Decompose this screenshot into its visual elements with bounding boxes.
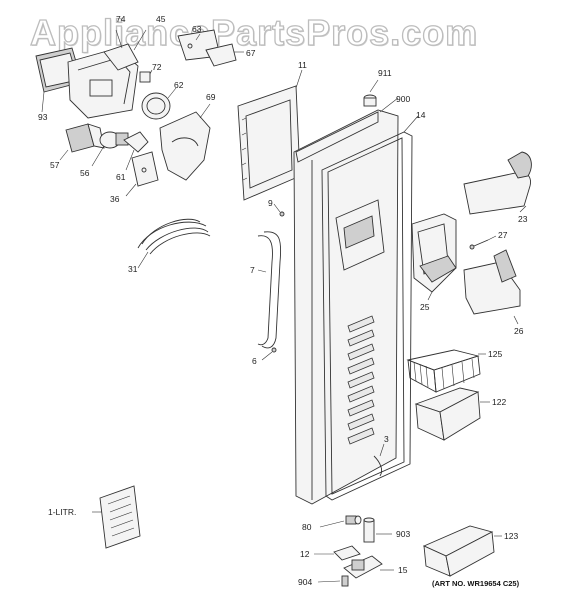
- lamp-ring-62: [141, 87, 177, 120]
- callout-123: 123: [504, 531, 518, 541]
- callout-93: 93: [38, 112, 48, 122]
- callout-3: 3: [384, 434, 389, 444]
- callout-900: 900: [396, 94, 410, 104]
- bracket-12: [314, 545, 361, 561]
- switch-72: [139, 69, 153, 83]
- callout-903: 903: [396, 529, 410, 539]
- callout-67: 67: [246, 48, 256, 58]
- drip-tray-26: [463, 249, 521, 325]
- actuator-57: [59, 123, 105, 161]
- callout-26: 26: [514, 326, 524, 336]
- watermark: AppliancePartsPros.com: [29, 11, 479, 53]
- handle-7: [257, 231, 282, 349]
- callout-12: 12: [300, 549, 310, 559]
- callout-62: 62: [174, 80, 184, 90]
- manual-1-litr: [92, 485, 141, 549]
- callout-56: 56: [80, 168, 90, 178]
- callout-36: 36: [110, 194, 120, 204]
- callout-61: 61: [116, 172, 126, 182]
- callout-45: 45: [156, 14, 166, 24]
- door-assembly-900: [293, 79, 399, 505]
- wire-shelf-125: [406, 349, 486, 393]
- door-liner-ribs: [347, 315, 375, 445]
- tube-903: [363, 517, 392, 543]
- callout-69: 69: [206, 92, 216, 102]
- callout-74: 74: [116, 14, 126, 24]
- callout-1-litr: 1-LITR.: [48, 507, 76, 517]
- callout-15: 15: [398, 565, 408, 575]
- callout-904: 904: [298, 577, 312, 587]
- door-gasket-14: [321, 115, 419, 501]
- callout-122: 122: [492, 397, 506, 407]
- dispenser-housing-upper: [67, 29, 147, 119]
- lamp-socket-61: [123, 131, 149, 171]
- actuator-15: [343, 555, 394, 579]
- dispenser-recess: [335, 199, 385, 271]
- bracket-67: [205, 43, 244, 67]
- dispenser-panel-11: [237, 69, 303, 201]
- screw-27: [469, 235, 497, 250]
- fitting-80: [319, 515, 362, 528]
- door-bin-122: [414, 387, 490, 441]
- callout-25: 25: [420, 302, 430, 312]
- art-number: (ART NO. WR19654 C25): [432, 579, 520, 588]
- callout-7: 7: [250, 265, 255, 275]
- door-bin-123: [422, 525, 502, 577]
- ice-chute-69: [159, 103, 211, 181]
- callout-23: 23: [518, 214, 528, 224]
- callout-911: 911: [378, 68, 392, 78]
- callout-9: 9: [268, 198, 273, 208]
- callout-14: 14: [416, 110, 426, 120]
- callout-31: 31: [128, 264, 138, 274]
- callout-72: 72: [152, 62, 162, 72]
- callout-57: 57: [50, 160, 60, 170]
- callout-11: 11: [298, 60, 307, 70]
- callout-27: 27: [498, 230, 508, 240]
- callout-80: 80: [302, 522, 312, 532]
- callout-6: 6: [252, 356, 257, 366]
- screw-904: [317, 575, 349, 587]
- heater-31: [137, 218, 211, 269]
- callout-63: 63: [192, 24, 202, 34]
- callout-125: 125: [488, 349, 502, 359]
- screw-9: [273, 203, 285, 217]
- screw-6: [261, 347, 277, 361]
- door-stop-3: [373, 443, 385, 477]
- bracket-36: [125, 151, 159, 197]
- cover-23: [463, 151, 532, 215]
- dispenser-cradle-25: [411, 213, 457, 301]
